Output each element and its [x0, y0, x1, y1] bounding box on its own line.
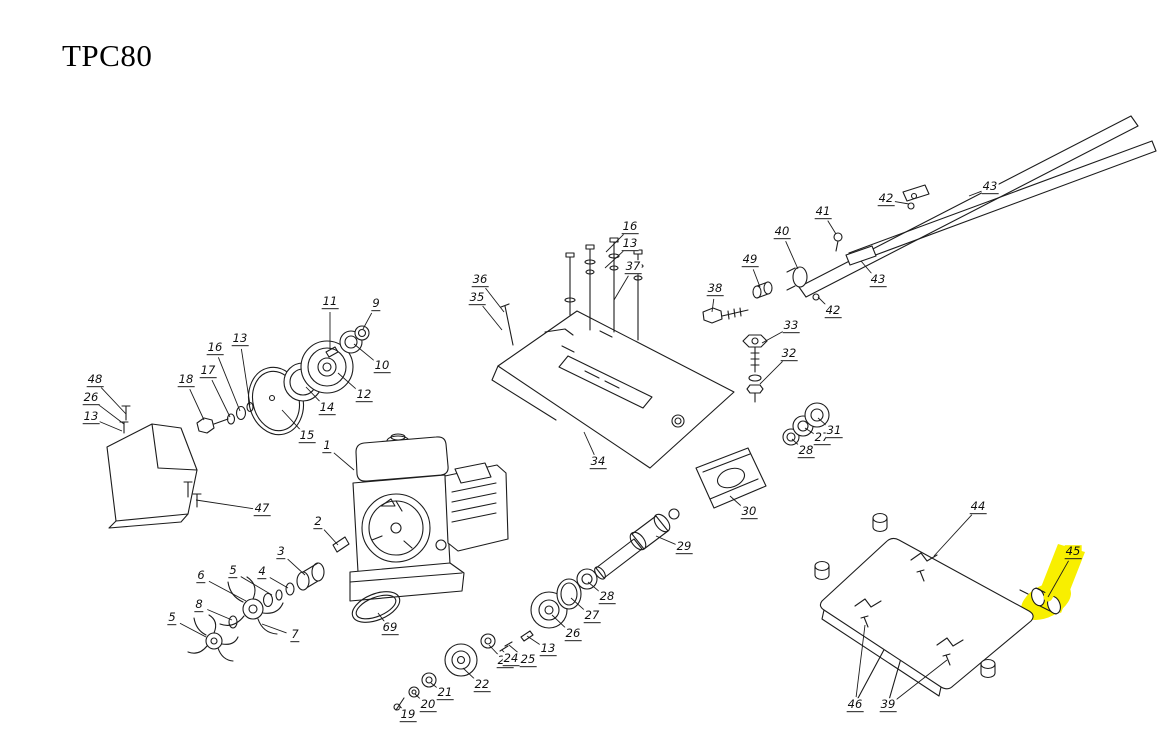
leader-line-13: [240, 348, 251, 406]
leader-line-12: [337, 372, 358, 391]
leader-line-30: [729, 495, 743, 508]
leader-line-16: [217, 357, 241, 412]
leader-line-43: [860, 260, 873, 275]
leader-line-24: [501, 649, 506, 654]
leader-line-35: [482, 305, 503, 331]
leader-line-32: [759, 361, 783, 385]
leader-line-42: [817, 296, 827, 306]
leader-line-13: [526, 635, 541, 646]
leader-line-15: [281, 409, 302, 431]
leader-line-29: [655, 535, 676, 545]
leader-line-42: [894, 201, 910, 205]
leader-line-28: [587, 581, 601, 593]
leader-line-5: [179, 622, 207, 638]
leader-line-10: [353, 343, 376, 362]
leader-line-13: [99, 421, 123, 432]
leader-line-23: [488, 644, 500, 656]
leader-line-4: [269, 577, 289, 589]
leader-line-40: [785, 241, 799, 270]
leader-line-22: [462, 667, 476, 681]
leader-line-1: [333, 452, 355, 471]
leader-lines: [97, 190, 1074, 710]
leader-line-17: [211, 379, 231, 418]
leader-line-46: [855, 624, 866, 698]
leader-line-41: [827, 220, 837, 235]
leader-line-25: [508, 644, 522, 656]
leader-line-69: [377, 612, 385, 623]
leader-line-18: [189, 388, 205, 421]
leader-line-26: [97, 404, 125, 425]
leader-line-26: [551, 614, 567, 630]
leader-line-45: [1047, 560, 1069, 598]
leader-line-39: [894, 659, 948, 701]
leader-line-6: [208, 580, 247, 602]
diagram-artwork: [106, 115, 1157, 711]
leader-line-14: [305, 386, 322, 403]
leader-line-5: [240, 576, 273, 596]
leader-line-27: [804, 427, 815, 435]
leader-line-9: [362, 312, 373, 330]
leader-line-16: [605, 234, 624, 253]
leader-line-49: [752, 269, 761, 288]
leader-line-44: [933, 514, 973, 557]
leader-line-36: [485, 287, 505, 313]
leader-line-2: [323, 529, 339, 546]
leader-line-27: [570, 597, 586, 612]
leader-line-34: [583, 431, 595, 455]
leader-line-33: [761, 330, 784, 344]
leader-line-37: [613, 275, 629, 301]
leader-line-43: [968, 190, 982, 197]
leader-line-48: [100, 387, 127, 415]
leader-line-8: [207, 609, 233, 621]
leader-line-7: [261, 623, 287, 634]
leader-line-38: [711, 298, 715, 313]
leader-line-47: [195, 499, 254, 510]
leader-line-13: [604, 250, 624, 269]
leader-line-3: [287, 558, 306, 576]
model-title: TPC80: [62, 38, 153, 73]
